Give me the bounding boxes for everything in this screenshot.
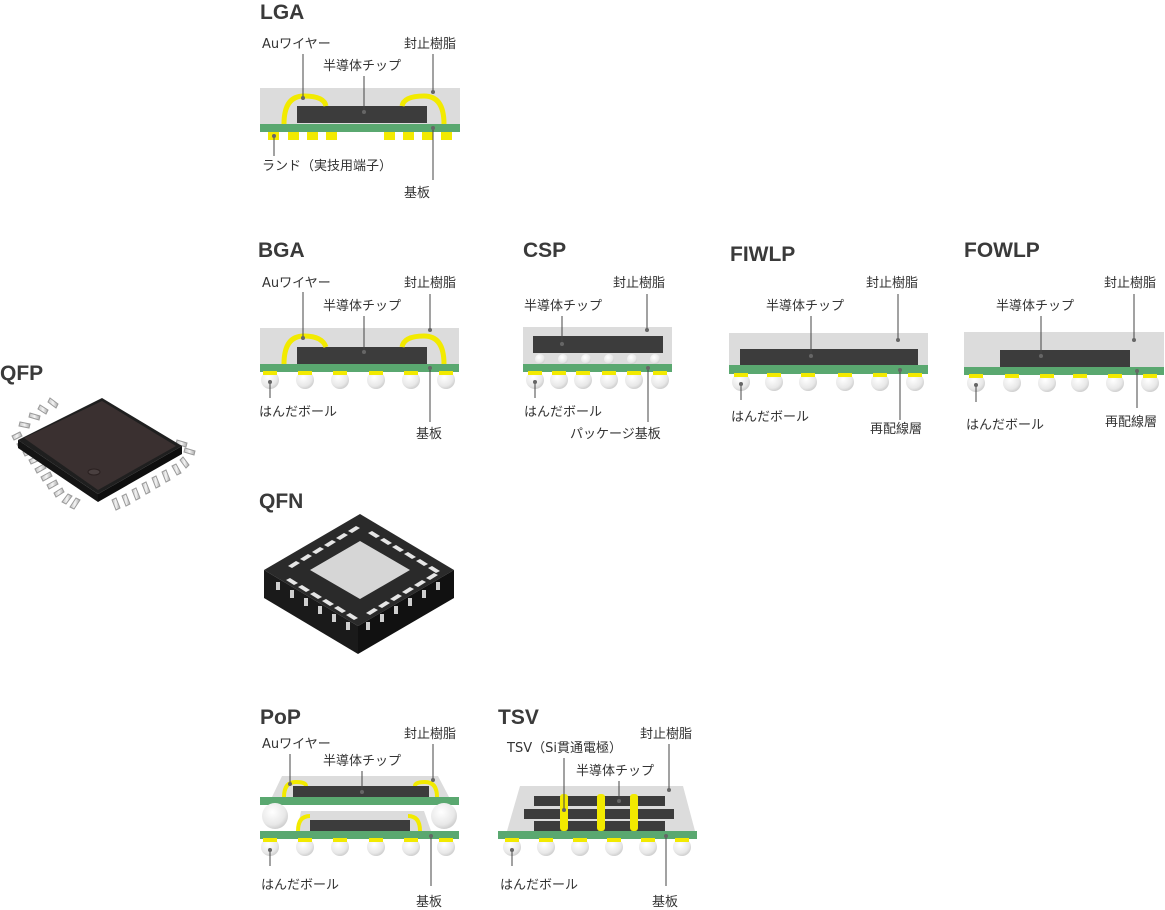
csp-section: CSP 封止樹脂 半導体チップ はんだボール パッケージ基板: [523, 239, 672, 442]
lga-section: LGA Auワイヤー 半導体チップ 封止樹脂 ランド（実技用端子） 基板: [260, 1, 460, 201]
tsv-ball-label: はんだボール: [500, 878, 578, 893]
csp-title: CSP: [523, 239, 566, 262]
pop-bottom-chip: [310, 820, 410, 831]
land: [307, 132, 318, 140]
bga-balls: [261, 371, 455, 389]
bga-substrate: [260, 364, 459, 372]
land: [422, 132, 433, 140]
fowlp-chip: [1000, 350, 1130, 367]
land: [288, 132, 299, 140]
csp-substrate: [523, 364, 672, 372]
tsv-substrate: [498, 831, 697, 839]
tsv-chip-label: 半導体チップ: [576, 764, 654, 779]
qfn-section: QFN: [259, 490, 454, 654]
bga-substrate-label: 基板: [416, 427, 442, 442]
csp-substrate-label: パッケージ基板: [570, 427, 661, 442]
lga-substrate: [260, 124, 460, 132]
bga-chip-label: 半導体チップ: [323, 299, 401, 314]
pop-resin-label: 封止樹脂: [404, 727, 456, 742]
pop-title: PoP: [260, 706, 301, 729]
bga-wire-label: Auワイヤー: [262, 276, 331, 291]
lga-resin-label: 封止樹脂: [404, 37, 456, 52]
pop-balls: [261, 838, 455, 856]
qfp-title: QFP: [0, 362, 43, 385]
qfn-pads: [286, 526, 440, 620]
fowlp-chip-label: 半導体チップ: [996, 299, 1074, 314]
qfn-thermal-pad: [310, 541, 410, 599]
land: [326, 132, 337, 140]
tsv-title: TSV: [498, 706, 539, 729]
bga-section: BGA Auワイヤー 半導体チップ 封止樹脂 はんだボール 基板: [258, 239, 459, 442]
lga-title: LGA: [260, 1, 304, 24]
fowlp-rdl: [964, 367, 1164, 375]
tsv-tsv-label: TSV（Si貫通電極）: [506, 740, 622, 756]
fiwlp-chip: [740, 349, 918, 365]
fowlp-resin-label: 封止樹脂: [1104, 276, 1156, 291]
tsv-vias: [560, 794, 638, 831]
fiwlp-section: FIWLP 封止樹脂 半導体チップ はんだボール 再配線層: [729, 243, 928, 437]
pop-top-substrate: [260, 797, 459, 805]
lga-wire-label: Auワイヤー: [262, 37, 331, 52]
fiwlp-chip-label: 半導体チップ: [766, 299, 844, 314]
land: [384, 132, 395, 140]
bga-wire-left: [281, 333, 329, 365]
fiwlp-resin-label: 封止樹脂: [866, 276, 918, 291]
pop-bottom-substrate: [260, 831, 459, 839]
land: [441, 132, 452, 140]
fowlp-rdl-label: 再配線層: [1105, 414, 1157, 430]
fiwlp-ball-label: はんだボール: [731, 410, 809, 425]
bga-ball-label: はんだボール: [259, 405, 337, 420]
tsv-section: TSV 封止樹脂 TSV（Si貫通電極） 半導体チップ はんだボール: [498, 706, 697, 910]
qfp-pin1-mark: [87, 468, 101, 476]
qfp-section: QFP: [0, 362, 196, 511]
fiwlp-balls: [732, 373, 924, 391]
qfn-title: QFN: [259, 490, 303, 513]
land: [403, 132, 414, 140]
lga-lands: [268, 132, 452, 140]
lga-land-label: ランド（実技用端子）: [262, 158, 392, 174]
tsv-balls: [503, 838, 691, 856]
qfn-side-pads: [276, 582, 440, 630]
fowlp-ball-label: はんだボール: [966, 418, 1044, 433]
csp-balls: [526, 371, 669, 389]
fowlp-title: FOWLP: [964, 239, 1040, 262]
fiwlp-rdl-label: 再配線層: [870, 421, 922, 437]
pop-substrate-label: 基板: [416, 895, 442, 910]
pop-wire-label: Auワイヤー: [262, 737, 331, 752]
csp-ball-label: はんだボール: [524, 405, 602, 420]
fowlp-balls: [967, 374, 1159, 392]
fowlp-section: FOWLP 封止樹脂 半導体チップ はんだボール 再配線層: [964, 239, 1164, 433]
qfp-body-top: [24, 401, 176, 490]
csp-chip-label: 半導体チップ: [524, 299, 602, 314]
bga-resin-label: 封止樹脂: [404, 276, 456, 291]
lga-wire-left: [281, 93, 329, 125]
tsv-substrate-label: 基板: [652, 895, 678, 910]
bga-chip: [297, 347, 427, 364]
pop-ball-label: はんだボール: [261, 878, 339, 893]
lga-chip: [297, 106, 427, 123]
fiwlp-title: FIWLP: [730, 243, 795, 266]
pop-inter-balls: [262, 803, 457, 829]
pop-chip-label: 半導体チップ: [323, 754, 401, 769]
lga-substrate-label: 基板: [404, 186, 430, 201]
csp-bumps: [535, 354, 660, 364]
fiwlp-rdl: [729, 365, 928, 374]
lga-chip-label: 半導体チップ: [323, 59, 401, 74]
csp-chip: [533, 336, 663, 353]
bga-title: BGA: [258, 239, 305, 262]
pop-section: PoP Auワイヤー 半導体チップ 封止樹脂 はんだボール: [260, 706, 459, 910]
csp-resin-label: 封止樹脂: [613, 276, 665, 291]
bga-wire-right: [399, 333, 447, 365]
lga-wire-right: [399, 93, 447, 125]
tsv-resin-label: 封止樹脂: [640, 727, 692, 742]
